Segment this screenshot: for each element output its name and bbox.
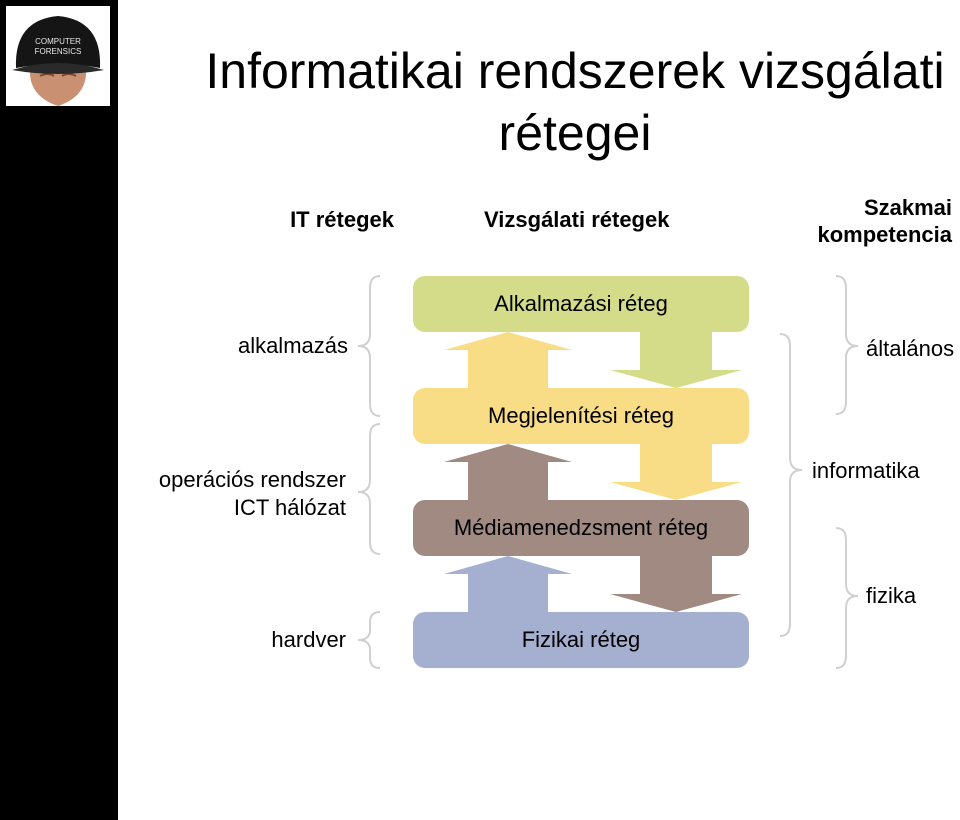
layer-label-presentation: Megjelenítési réteg xyxy=(488,403,674,428)
it-layer-os: operációs rendszer xyxy=(158,467,346,492)
layer-box-presentation xyxy=(413,388,749,444)
logo-text-1: COMPUTER xyxy=(35,37,81,46)
header-it-layers: IT rétegek xyxy=(290,207,394,232)
brace-application xyxy=(357,275,381,417)
arrow-up-media-to-presentation xyxy=(444,444,572,500)
page-title-line-2: rétegei xyxy=(498,105,652,161)
arrow-down-presentation-to-media xyxy=(610,444,742,500)
it-layer-network: ICT hálózat xyxy=(233,495,346,520)
sidebar: COMPUTER FORENSICS xyxy=(0,0,118,820)
brace-physics xyxy=(835,527,859,669)
brace-os xyxy=(357,423,381,555)
arrow-up-presentation-to-application xyxy=(444,332,572,388)
arrow-down-media-to-physical xyxy=(610,556,742,612)
layer-box-physical xyxy=(413,612,749,668)
layer-label-physical: Fizikai réteg xyxy=(521,627,641,652)
layer-box-application xyxy=(413,276,749,332)
layer-label-application: Alkalmazási réteg xyxy=(494,291,668,316)
competence-physics: fizika xyxy=(866,583,917,608)
arrow-down-application-to-presentation xyxy=(610,332,742,388)
right-braces xyxy=(779,275,859,669)
competence-informatics: informatika xyxy=(812,458,920,483)
it-layer-application: alkalmazás xyxy=(237,333,348,358)
layer-label-media: Médiamenedzsment réteg xyxy=(453,515,709,540)
header-inspection-layers: Vizsgálati rétegek xyxy=(484,207,670,232)
competence-general: általános xyxy=(866,336,955,361)
page-title-line-1: Informatikai rendszerek vizsgálati xyxy=(205,43,945,99)
brace-informatics xyxy=(779,333,803,637)
header-competence-line-2: kompetencia xyxy=(817,222,953,247)
brace-general xyxy=(835,275,859,415)
arrow-up-physical-to-media xyxy=(444,556,572,612)
layer-box-media xyxy=(413,500,749,556)
brace-hardware xyxy=(357,611,381,669)
header-competence-line-1: Szakmai xyxy=(863,195,952,220)
computer-forensics-cap-logo: COMPUTER FORENSICS xyxy=(6,6,110,106)
left-braces xyxy=(357,275,381,669)
logo-text-2: FORENSICS xyxy=(35,47,82,56)
it-layer-hardware: hardver xyxy=(271,627,346,652)
